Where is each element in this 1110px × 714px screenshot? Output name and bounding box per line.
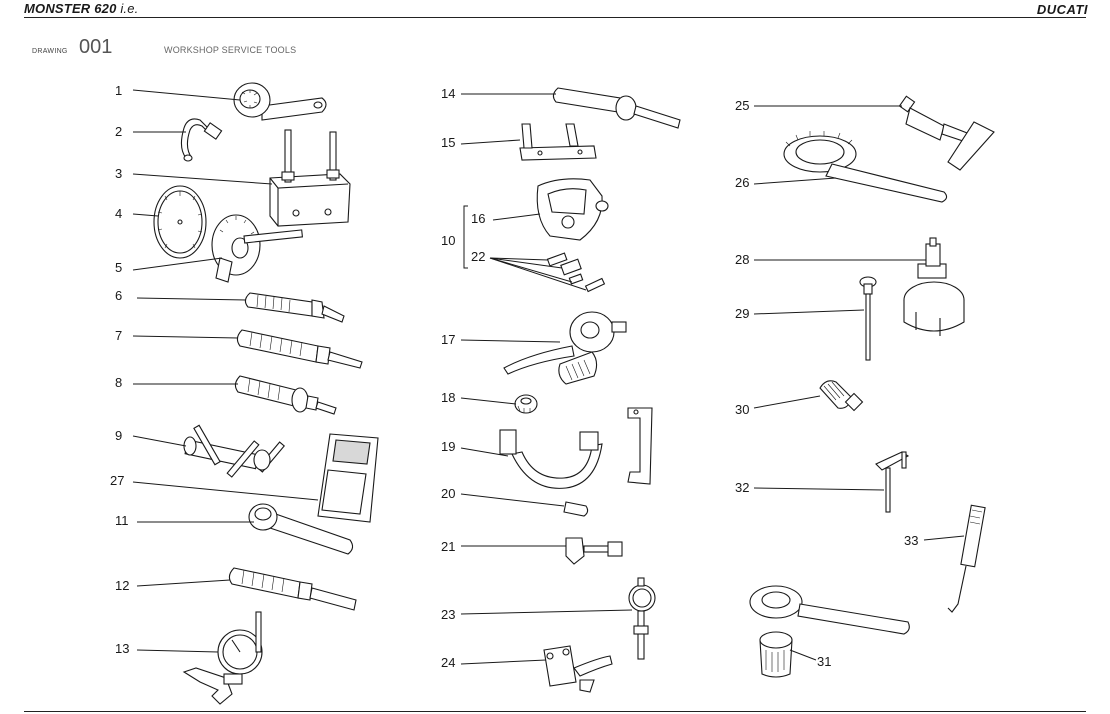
callout-18: 18: [441, 390, 455, 405]
tool-4-drawing: [153, 185, 207, 259]
callout-22: 22: [471, 249, 485, 264]
callout-6: 6: [115, 288, 122, 303]
callout-2: 2: [115, 124, 122, 139]
callout-28: 28: [735, 252, 749, 267]
tool-30-drawing: [819, 380, 864, 412]
callout-31: 31: [817, 654, 831, 669]
tool-7-drawing: [236, 329, 363, 369]
tool-16-drawing: [536, 178, 609, 241]
drawing-title: WORKSHOP SERVICE TOOLS: [164, 45, 297, 55]
tool-15-drawing: [519, 123, 597, 161]
tool-33-drawing: [947, 504, 986, 613]
callout-26: 26: [735, 175, 749, 190]
tool-28-drawing: [903, 237, 965, 336]
callout-33: 33: [904, 533, 918, 548]
tool-6-drawing: [244, 292, 345, 323]
drawing-number: 001: [79, 36, 113, 58]
callout-8: 8: [115, 375, 122, 390]
tool-13-drawing: [182, 611, 263, 705]
tool-21-drawing: [565, 537, 623, 565]
tool-18-drawing: [514, 394, 538, 414]
callout-12: 12: [115, 578, 129, 593]
tool-32-drawing: [875, 451, 910, 513]
model-suffix: i.e.: [120, 1, 139, 16]
callout-32: 32: [735, 480, 749, 495]
callout-19: 19: [441, 439, 455, 454]
callout-17: 17: [441, 332, 455, 347]
tool-2-drawing: [180, 118, 223, 162]
callout-15: 15: [441, 135, 455, 150]
callout-25: 25: [735, 98, 749, 113]
brand-name: DUCATI: [1036, 2, 1088, 17]
callout-14: 14: [441, 86, 455, 101]
model-name-text: MONSTER 620: [24, 1, 117, 16]
callout-27: 27: [110, 473, 124, 488]
callout-24: 24: [441, 655, 455, 670]
callout-1: 1: [115, 83, 122, 98]
tool-8-drawing: [234, 375, 337, 415]
tool-27-drawing: [317, 433, 379, 523]
tool-19-drawing: [499, 407, 653, 489]
leader-lines: [132, 89, 965, 665]
tool-17-drawing: [503, 311, 627, 385]
tool-25-drawing: [898, 95, 995, 171]
tool-23-drawing: [628, 577, 656, 660]
callout-9: 9: [115, 428, 122, 443]
tool-1-drawing: [233, 82, 327, 121]
callout-3: 3: [115, 166, 122, 181]
header-rule: [24, 17, 1086, 18]
callout-7: 7: [115, 328, 122, 343]
tool-24-drawing: [543, 645, 613, 693]
tool-5-drawing: [211, 214, 304, 283]
tool-12-drawing: [228, 567, 357, 611]
callout-5: 5: [115, 260, 122, 275]
callout-21: 21: [441, 539, 455, 554]
footer-rule: [24, 711, 1086, 712]
callout-11: 11: [115, 513, 129, 528]
tool-31-drawing: [749, 585, 910, 678]
callout-16: 16: [471, 211, 485, 226]
drawing-label: DRAWING: [32, 48, 68, 55]
tool-3-drawing: [269, 129, 351, 227]
callout-29: 29: [735, 306, 749, 321]
tool-9-drawing: [183, 424, 286, 478]
tool-14-drawing: [552, 87, 681, 129]
callout-13: 13: [115, 641, 129, 656]
tool-20-drawing: [563, 501, 589, 517]
model-name: MONSTER 620 i.e.: [24, 1, 138, 16]
tool-22-drawing: [546, 252, 606, 293]
tool-29-drawing: [859, 276, 877, 361]
callout-4: 4: [115, 206, 122, 221]
callout-20: 20: [441, 486, 455, 501]
callout-10: 10: [441, 233, 455, 248]
callout-30: 30: [735, 402, 749, 417]
tool-11-drawing: [248, 503, 354, 555]
callout-23: 23: [441, 607, 455, 622]
callout-labels: 1 2 3 4 5 6 7 8 9 27 11 12 13 14 15 16 1…: [110, 83, 918, 670]
tool-26-drawing: [783, 131, 948, 203]
